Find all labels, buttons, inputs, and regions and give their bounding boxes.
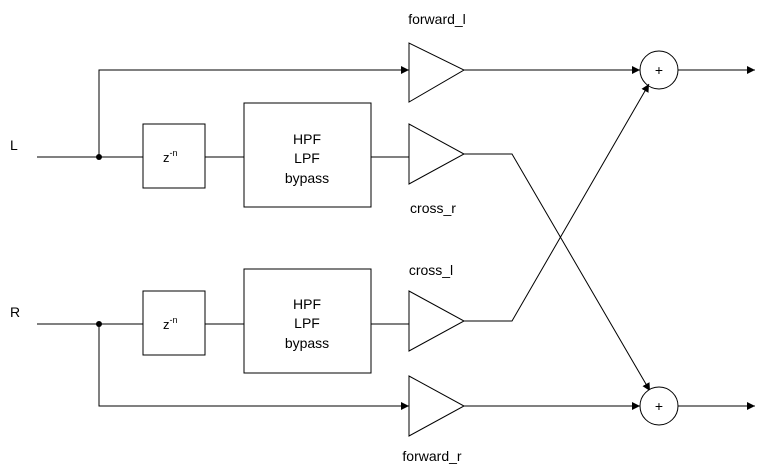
filter-r-lpf: LPF xyxy=(294,315,320,331)
gain-label-forward-l: forward_l xyxy=(408,11,466,27)
delay-block-l: z-n xyxy=(142,123,206,189)
wire-l-forward xyxy=(98,66,409,157)
gain-label-cross-l: cross_l xyxy=(409,262,453,278)
delay-label-r: z-n xyxy=(163,315,178,332)
summer-top-symbol: + xyxy=(655,62,663,78)
filter-l-bypass: bypass xyxy=(285,170,329,186)
filter-l-lpf: LPF xyxy=(294,150,320,166)
gain-forward-l xyxy=(408,42,466,103)
gain-label-forward-r: forward_r xyxy=(402,448,461,464)
wire-r-forward xyxy=(98,324,409,410)
filter-r-hpf: HPF xyxy=(293,296,321,312)
filter-block-r: HPF LPF bypass xyxy=(243,268,372,374)
input-label-l: L xyxy=(10,137,18,153)
filter-l-hpf: HPF xyxy=(293,131,321,147)
wire-cross-l xyxy=(464,83,650,322)
gain-label-cross-r: cross_r xyxy=(410,200,456,216)
gain-cross-l xyxy=(408,290,466,352)
gain-cross-r xyxy=(408,123,466,185)
wire-cross-r xyxy=(464,153,651,392)
filter-r-bypass: bypass xyxy=(285,335,329,351)
summer-bottom-symbol: + xyxy=(655,398,663,414)
delay-block-r: z-n xyxy=(142,290,206,356)
filter-block-l: HPF LPF bypass xyxy=(243,102,372,208)
delay-label-l: z-n xyxy=(163,148,178,165)
gain-forward-r xyxy=(408,375,466,437)
input-label-r: R xyxy=(10,304,20,320)
